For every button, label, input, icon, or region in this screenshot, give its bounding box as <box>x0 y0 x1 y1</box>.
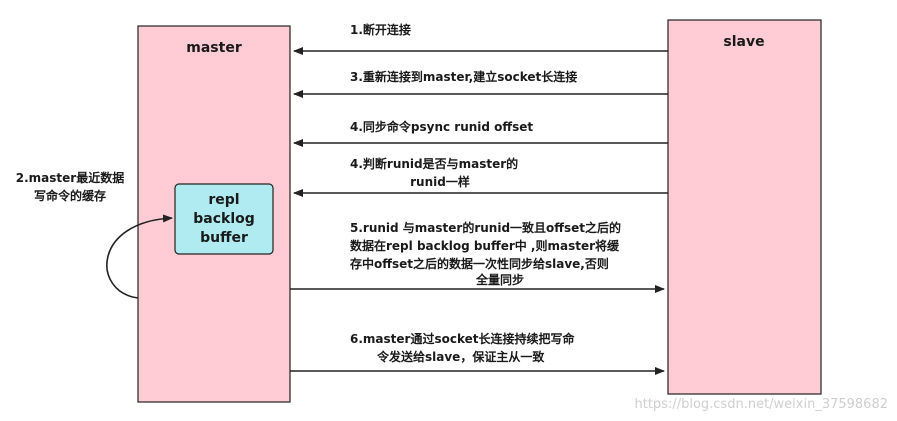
step-3: 4.同步命令psync runid offset <box>293 119 668 147</box>
step-5-line-3: 存中offset之后的数据一次性同步给slave,否则 <box>349 256 609 271</box>
step-5-line-1: 5.runid 与master的runid一致且offset之后的 <box>350 220 621 235</box>
repl-backlog-buffer-node: repl backlog buffer <box>174 183 274 255</box>
side-note-line-1: 2.master最近数据 <box>16 170 124 185</box>
buffer-label-line-2: backlog <box>193 211 255 227</box>
slave-label: slave <box>723 34 764 50</box>
loop-arrow <box>106 214 173 299</box>
slave-box <box>667 19 822 395</box>
step-4: 4.判断runid是否与master的 runid一样 <box>293 156 668 197</box>
buffer-box <box>174 183 274 255</box>
step-5-line-2: 数据在repl backlog buffer中 ,则master将缓 <box>350 238 620 253</box>
step-4-line-2: runid一样 <box>410 174 470 189</box>
step-2: 3.重新连接到master,建立socket长连接 <box>293 69 668 98</box>
master-label: master <box>186 40 242 56</box>
step-6-line-2: 令发送给slave，保证主从一致 <box>376 349 545 364</box>
step-6: 6.master通过socket长连接持续把写命 令发送给slave，保证主从一… <box>290 331 665 375</box>
write-cache-note: 2.master最近数据 写命令的缓存 <box>16 170 173 299</box>
step-1: 1.断开连接 <box>293 22 668 55</box>
step-5-line-4: 全量同步 <box>475 272 524 287</box>
watermark: https://blog.csdn.net/weixin_37598682 <box>634 397 888 412</box>
step-5: 5.runid 与master的runid一致且offset之后的 数据在rep… <box>290 220 665 293</box>
buffer-label-line-3: buffer <box>200 230 248 246</box>
step-6-line-1: 6.master通过socket长连接持续把写命 <box>350 331 575 346</box>
step-2-line-1: 3.重新连接到master,建立socket长连接 <box>350 69 577 84</box>
step-1-line-1: 1.断开连接 <box>350 22 411 37</box>
side-note-line-2: 写命令的缓存 <box>34 188 106 203</box>
step-3-line-1: 4.同步命令psync runid offset <box>350 119 533 134</box>
slave-node: slave <box>667 19 822 395</box>
buffer-label-line-1: repl <box>208 192 239 208</box>
step-4-line-1: 4.判断runid是否与master的 <box>350 156 518 171</box>
